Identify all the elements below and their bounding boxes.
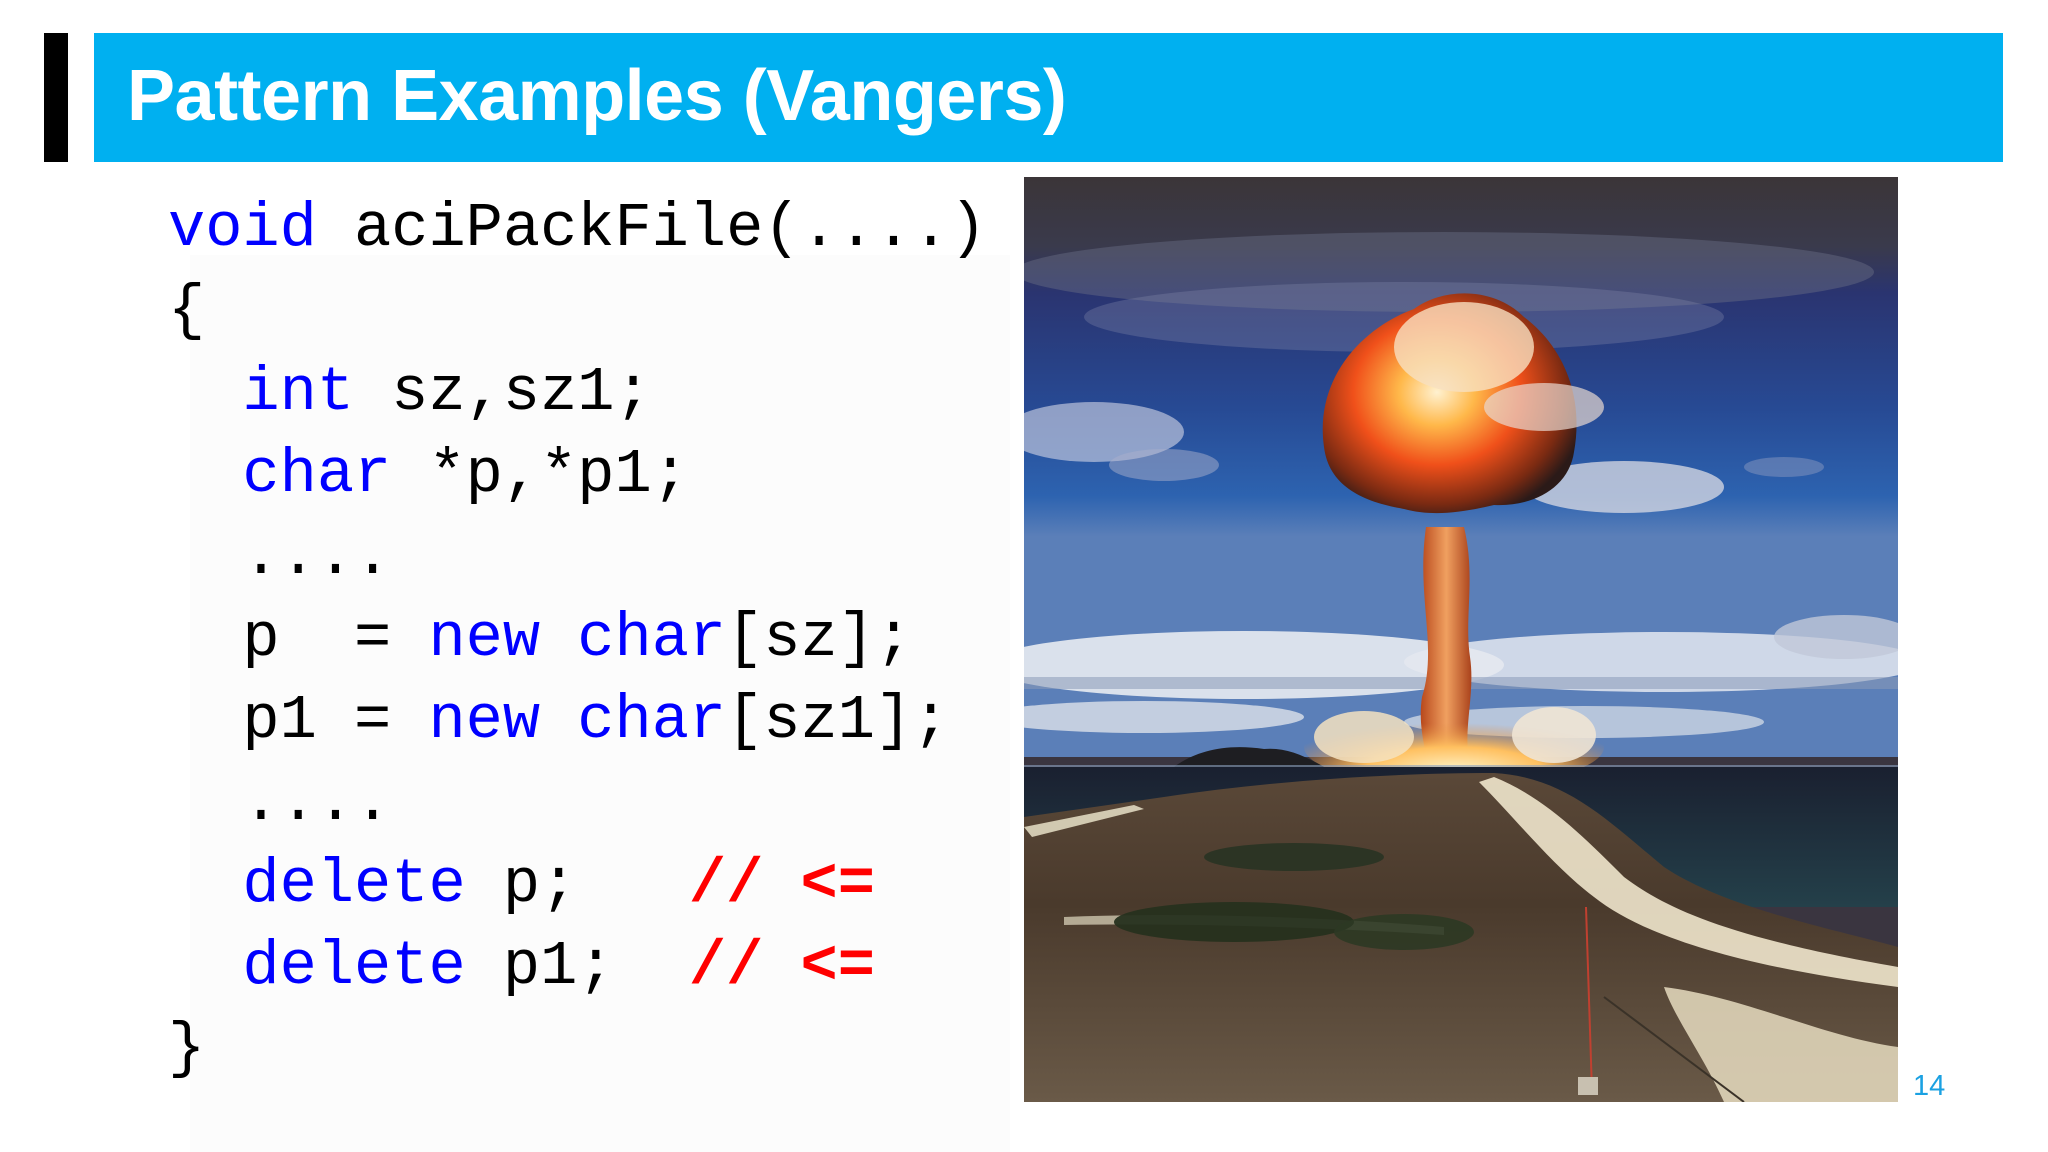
- code-text: [sz];: [726, 603, 913, 674]
- code-keyword: delete: [242, 931, 466, 1002]
- code-keyword: void: [168, 193, 317, 264]
- code-line: ....: [168, 516, 987, 598]
- code-text: ....: [168, 767, 392, 838]
- code-line: p = new char[sz];: [168, 598, 987, 680]
- title-accent-bar: [44, 33, 68, 162]
- code-text: *p,*p1;: [391, 439, 689, 510]
- code-text: p;: [465, 849, 689, 920]
- code-keyword: new: [428, 685, 541, 756]
- code-text: [168, 931, 242, 1002]
- code-line: void aciPackFile(....): [168, 188, 987, 270]
- title-band: Pattern Examples (Vangers): [94, 33, 2003, 162]
- code-text: ....: [168, 521, 392, 592]
- code-line: {: [168, 270, 987, 352]
- code-line: delete p; // <=: [168, 844, 987, 926]
- code-line: int sz,sz1;: [168, 352, 987, 434]
- code-keyword: new: [428, 603, 541, 674]
- code-keyword: char: [242, 439, 392, 510]
- code-text: p1 =: [168, 685, 429, 756]
- code-text: {: [168, 275, 206, 346]
- code-text: [sz1];: [726, 685, 950, 756]
- code-line: delete p1; // <=: [168, 926, 987, 1008]
- code-text: [540, 603, 577, 674]
- code-line: ....: [168, 762, 987, 844]
- code-block: void aciPackFile(....){ int sz,sz1; char…: [168, 188, 987, 1090]
- code-text: }: [168, 1013, 206, 1084]
- slide-title: Pattern Examples (Vangers): [127, 56, 1067, 136]
- code-line: char *p,*p1;: [168, 434, 987, 516]
- code-line: }: [168, 1008, 987, 1090]
- code-text: [168, 439, 242, 510]
- code-text: aciPackFile(....): [316, 193, 987, 264]
- mushroom-cloud-photo: [1024, 177, 1898, 1102]
- code-keyword: int: [242, 357, 355, 428]
- code-panel-background: [190, 255, 1010, 1152]
- code-text: p1;: [465, 931, 689, 1002]
- code-comment: // <=: [688, 849, 875, 920]
- code-text: [540, 685, 577, 756]
- code-text: sz,sz1;: [354, 357, 652, 428]
- code-keyword: char: [577, 685, 727, 756]
- slide-number: 14: [1913, 1070, 1946, 1102]
- code-text: p =: [168, 603, 429, 674]
- mushroom-cloud-illustration: [1024, 177, 1898, 1102]
- code-text: [168, 357, 242, 428]
- code-line: p1 = new char[sz1];: [168, 680, 987, 762]
- code-keyword: char: [577, 603, 727, 674]
- code-keyword: delete: [242, 849, 466, 920]
- code-text: [168, 849, 242, 920]
- code-comment: // <=: [688, 931, 875, 1002]
